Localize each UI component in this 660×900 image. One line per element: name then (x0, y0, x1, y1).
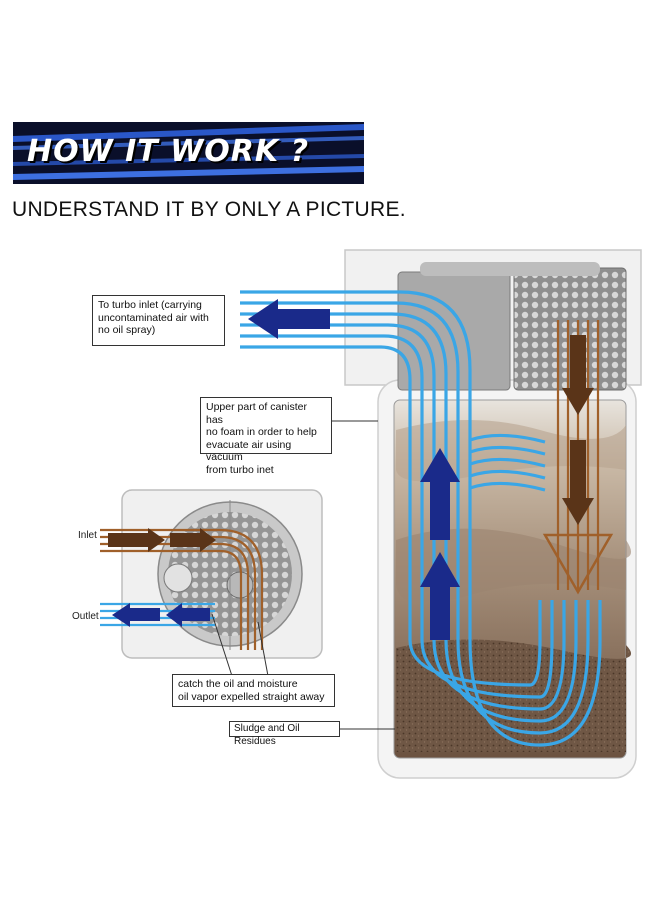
banner-stripes (13, 124, 364, 180)
canister (344, 249, 642, 779)
subtitle: UNDERSTAND IT BY ONLY A PICTURE. (12, 198, 406, 221)
callout-catch-oil: catch the oil and moisture oil vapor exp… (172, 674, 335, 707)
inset-top-view (100, 489, 323, 659)
callout-sludge: Sludge and Oil Residues (229, 721, 340, 747)
leader-lines (211, 420, 395, 730)
how-it-work-banner: HOW IT WORK ? (13, 122, 364, 184)
brown-down-arrows (562, 335, 594, 525)
callout-upper-canister: Upper part of canister has no foam in or… (200, 397, 332, 476)
callout-turbo-inlet: To turbo inlet (carrying uncontaminated … (92, 295, 225, 346)
banner-title: HOW IT WORK ? (27, 134, 310, 169)
air-flow-lines (240, 290, 602, 747)
dirty-down-arrow-outline (542, 533, 614, 595)
inlet-label: Inlet (78, 530, 97, 541)
clean-up-arrows (420, 448, 460, 640)
turbo-outlet-arrow (248, 299, 330, 339)
outlet-label: Outlet (72, 611, 99, 622)
